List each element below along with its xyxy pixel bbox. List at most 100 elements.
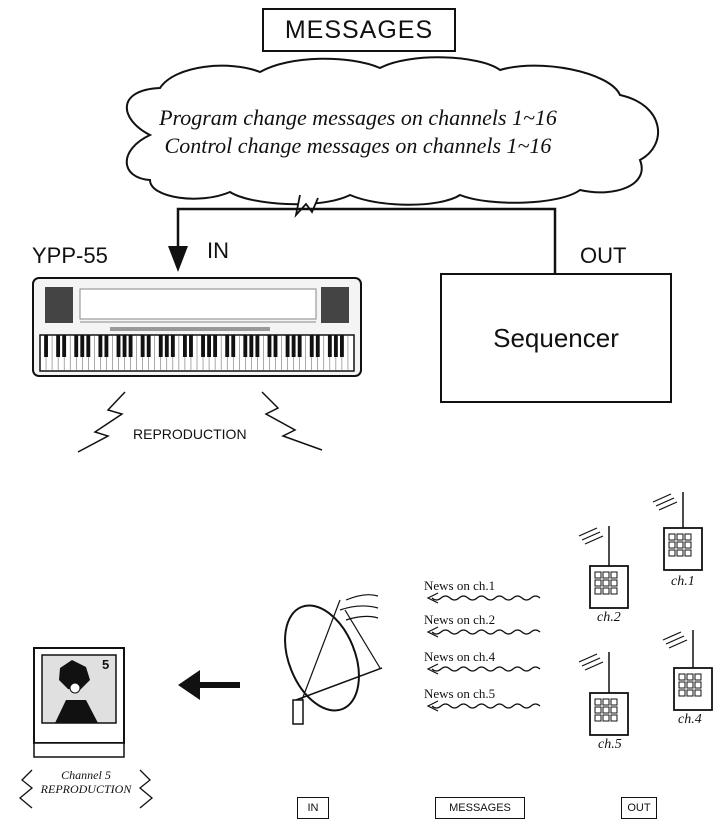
- black-key: [56, 335, 61, 357]
- sound-zigzag-right: [261, 391, 323, 451]
- sequencer-box: Sequencer: [440, 273, 672, 403]
- tower-window: [610, 698, 618, 706]
- reproduction-label: REPRODUCTION: [133, 426, 247, 442]
- satellite-dish: [284, 594, 383, 725]
- tower-window: [594, 587, 602, 595]
- broadcast-towers: [578, 492, 713, 736]
- black-key: [309, 335, 314, 357]
- tower-signal: [578, 527, 598, 537]
- bubble-line-1: Program change messages on channels 1~16: [159, 105, 557, 130]
- in-arrow-head: [168, 246, 188, 272]
- tower-label: ch.1: [671, 574, 695, 589]
- tower-window: [602, 579, 610, 587]
- legend-in-box: IN: [297, 797, 329, 819]
- tower-window: [602, 587, 610, 595]
- midi-cable-line: [176, 207, 557, 273]
- television-set: [33, 647, 125, 758]
- sequencer-label: Sequencer: [493, 322, 619, 353]
- news-wave-arrowhead: [426, 626, 439, 638]
- tower-window: [668, 541, 676, 549]
- black-key: [158, 335, 163, 357]
- tv-caption-line-1: Channel 5: [61, 768, 111, 782]
- tower-signal: [668, 639, 688, 649]
- tower-window: [594, 579, 602, 587]
- legend-messages-box: MESSAGES: [435, 797, 525, 819]
- tower-window: [676, 541, 684, 549]
- black-key: [291, 335, 296, 357]
- bubble-line-2: Control change messages on channels 1~16: [164, 133, 552, 158]
- black-key: [146, 335, 151, 357]
- tower-label: ch.2: [597, 610, 621, 625]
- black-key: [225, 335, 230, 357]
- keyboard-device: [32, 277, 362, 377]
- black-key: [182, 335, 187, 357]
- news-wave: [431, 629, 541, 635]
- tower-window: [610, 714, 618, 722]
- black-key: [327, 335, 332, 357]
- news-wave-arrowhead: [426, 700, 439, 712]
- tower-signal: [581, 657, 601, 667]
- big-left-arrow: [178, 670, 240, 700]
- tower-signal: [584, 661, 604, 671]
- tower-signal: [662, 631, 682, 641]
- black-key: [297, 335, 302, 357]
- device-label: YPP-55: [32, 243, 108, 268]
- black-key: [267, 335, 272, 357]
- tower-window: [602, 706, 610, 714]
- black-key: [231, 335, 236, 357]
- tower-signal: [665, 635, 685, 645]
- sound-zigzag-left: [77, 391, 126, 453]
- black-key: [207, 335, 212, 357]
- tv-caption-line-2: REPRODUCTION: [40, 782, 132, 796]
- tower-window: [676, 549, 684, 557]
- speech-cloud-tail: [294, 194, 319, 219]
- black-key: [339, 335, 344, 357]
- tower-window: [610, 571, 618, 579]
- black-key: [80, 335, 85, 357]
- tower-window: [684, 533, 692, 541]
- tower-window: [684, 541, 692, 549]
- tower-window: [668, 549, 676, 557]
- black-key: [164, 335, 169, 357]
- tower-window: [610, 579, 618, 587]
- news-wave: [431, 666, 541, 672]
- tower-window: [678, 689, 686, 697]
- tower-window: [594, 714, 602, 722]
- black-key: [128, 335, 133, 357]
- black-key: [315, 335, 320, 357]
- black-key: [249, 335, 254, 357]
- black-key: [98, 335, 103, 357]
- tower-window: [610, 706, 618, 714]
- black-key: [62, 335, 67, 357]
- black-key: [86, 335, 91, 357]
- tower-window: [602, 571, 610, 579]
- tower-signal: [584, 535, 604, 545]
- tower-window: [694, 673, 702, 681]
- tv-channel-number: 5: [102, 657, 110, 672]
- black-key: [189, 335, 193, 357]
- tower-window: [610, 587, 618, 595]
- news-wave-arrowhead: [426, 663, 439, 675]
- black-key: [44, 335, 48, 357]
- tower-window: [594, 571, 602, 579]
- tv-caption-bracket-right: [138, 769, 154, 809]
- in-label: IN: [207, 238, 229, 263]
- black-key: [243, 335, 248, 357]
- news-label: News on ch.1: [424, 578, 496, 593]
- tower-window: [694, 681, 702, 689]
- tower-window: [602, 714, 610, 722]
- tower-window: [668, 533, 676, 541]
- black-key: [285, 335, 290, 357]
- black-key: [201, 335, 205, 357]
- black-key: [74, 335, 79, 357]
- speech-cloud: [125, 56, 659, 206]
- news-label: News on ch.5: [424, 686, 496, 701]
- tower-signal: [578, 653, 598, 663]
- news-label: News on ch.4: [424, 649, 496, 664]
- tower-window: [602, 698, 610, 706]
- tower-window: [676, 533, 684, 541]
- tower-window: [594, 706, 602, 714]
- news-wave-arrowhead: [426, 592, 439, 604]
- news-wave: [431, 595, 541, 601]
- legend-out-box: OUT: [621, 797, 657, 819]
